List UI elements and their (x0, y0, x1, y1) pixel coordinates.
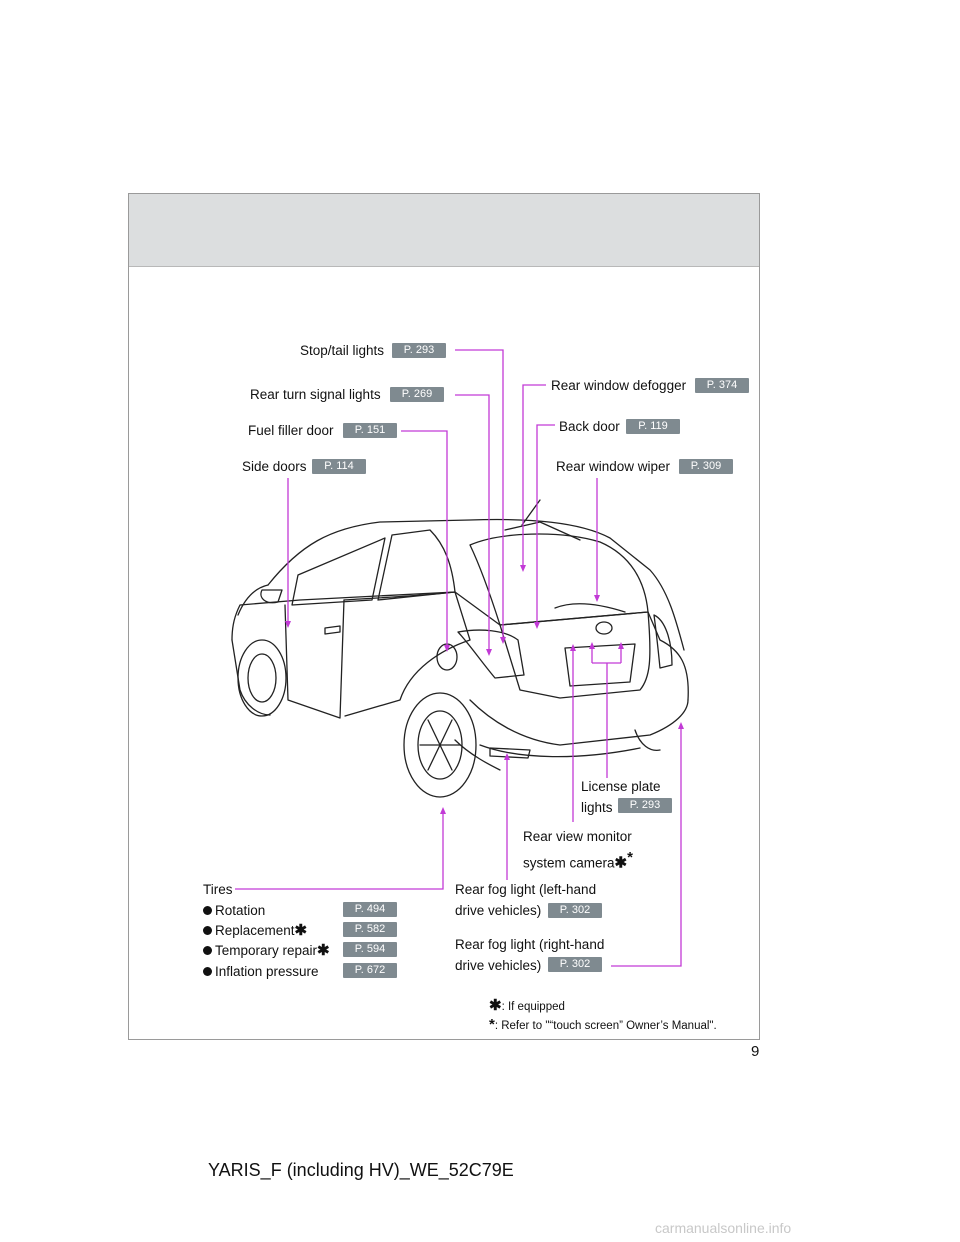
rear-fog-left-page-badge[interactable]: P. 302 (548, 903, 602, 918)
if-equipped-asterisk-icon: ✱ (294, 922, 308, 939)
bullet-icon (203, 967, 212, 976)
if-equipped-asterisk-icon: ✱ (317, 942, 330, 959)
car-outline (231, 499, 689, 798)
leader-lines (235, 349, 682, 967)
refer-manual-asterisk-icon: * (489, 1016, 495, 1033)
stop-tail-lights-page-badge[interactable]: P. 293 (392, 343, 446, 358)
rear-window-wiper-page-badge[interactable]: P. 309 (679, 459, 733, 474)
rear-view-camera-label-line1: Rear view monitor (523, 829, 632, 844)
tires-item-label: Rotation (215, 903, 266, 918)
footnote-if-equipped-text: : If equipped (501, 1001, 565, 1013)
rear-view-camera-label-text: system camera (523, 855, 615, 871)
fuel-filler-door-page-badge[interactable]: P. 151 (343, 423, 397, 438)
bullet-icon (203, 906, 212, 915)
tires-inflation-pressure-page-badge[interactable]: P. 672 (343, 963, 397, 978)
footnote-refer-manual-text: : Refer to "“touch screen” Owner’s Manua… (494, 1020, 717, 1032)
tires-item-replacement: Replacement✱ (203, 923, 307, 939)
rear-window-defogger-page-badge[interactable]: P. 374 (695, 378, 749, 393)
bullet-icon (203, 946, 212, 955)
leader-arrowheads (285, 565, 684, 814)
tires-item-label: Replacement (215, 923, 295, 938)
license-plate-label-line2: lights (581, 800, 613, 815)
tires-replacement-page-badge[interactable]: P. 582 (343, 922, 397, 937)
license-plate-page-badge[interactable]: P. 293 (618, 798, 672, 813)
tires-item-label: Temporary repair (215, 943, 318, 958)
tires-item-label: Inflation pressure (215, 964, 319, 979)
side-doors-label: Side doors (242, 459, 307, 474)
rear-fog-left-label-line2: drive vehicles) (455, 903, 542, 918)
rear-window-wiper-label: Rear window wiper (556, 459, 671, 474)
bullet-icon (203, 926, 212, 935)
header-band (129, 194, 759, 267)
rear-fog-right-label-line2: drive vehicles) (455, 958, 542, 973)
tires-temporary-repair-page-badge[interactable]: P. 594 (343, 942, 397, 957)
stop-tail-lights-label: Stop/tail lights (300, 343, 385, 358)
rear-fog-left-label-line1: Rear fog light (left-hand (455, 882, 597, 897)
page-number: 9 (751, 1043, 760, 1060)
tires-item-inflation-pressure: Inflation pressure (203, 964, 319, 980)
document-footer-title: YARIS_F (including HV)_WE_52C79E (208, 1160, 514, 1180)
rear-turn-signal-label: Rear turn signal lights (250, 387, 381, 402)
rear-fog-right-page-badge[interactable]: P. 302 (548, 957, 602, 972)
license-plate-label-line1: License plate (581, 779, 661, 794)
footnote-refer-manual: *: Refer to "“touch screen” Owner’s Manu… (489, 1016, 717, 1033)
if-equipped-asterisk-icon: ✱ (614, 854, 628, 872)
side-doors-page-badge[interactable]: P. 114 (312, 459, 366, 474)
refer-manual-asterisk-icon: * (627, 849, 633, 866)
rear-fog-right-label-line1: Rear fog light (right-hand (455, 937, 605, 952)
fuel-filler-door-label: Fuel filler door (248, 423, 334, 438)
tires-item-temporary-repair: Temporary repair✱ (203, 943, 330, 959)
tires-item-rotation: Rotation (203, 903, 265, 919)
watermark: carmanualsonline.info (655, 1220, 792, 1236)
footnote-if-equipped: ✱: If equipped (489, 997, 565, 1014)
tires-title: Tires (203, 882, 233, 897)
back-door-label: Back door (559, 419, 620, 434)
rear-window-defogger-label: Rear window defogger (551, 378, 687, 393)
rear-turn-signal-page-badge[interactable]: P. 269 (390, 387, 444, 402)
rear-view-camera-label-line2: system camera✱* (523, 850, 633, 872)
tires-rotation-page-badge[interactable]: P. 494 (343, 902, 397, 917)
if-equipped-asterisk-icon: ✱ (489, 997, 502, 1014)
back-door-page-badge[interactable]: P. 119 (626, 419, 680, 434)
